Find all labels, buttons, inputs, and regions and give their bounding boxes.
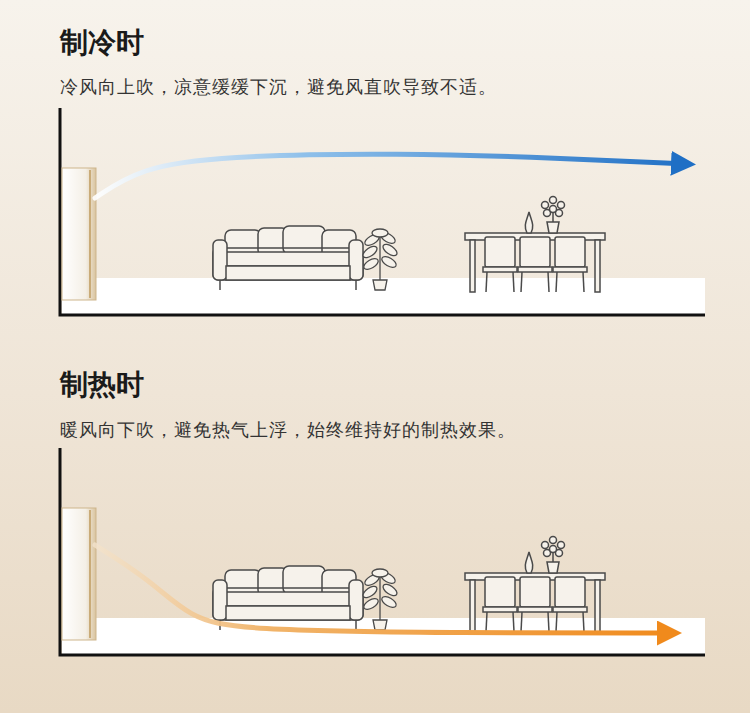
dining-table bbox=[465, 197, 605, 293]
air-conditioner bbox=[62, 508, 96, 640]
section-description: 冷风向上吹，凉意缓缓下沉，避免风直吹导致不适。 bbox=[60, 75, 497, 99]
floor bbox=[62, 278, 705, 314]
sofa bbox=[213, 566, 363, 630]
floor bbox=[62, 618, 705, 654]
wall-floor-line bbox=[60, 448, 705, 655]
plant bbox=[361, 229, 399, 290]
section-heading: 制热时 bbox=[60, 366, 144, 404]
plant bbox=[361, 569, 399, 630]
cool-airflow-arrow bbox=[95, 154, 686, 198]
sofa bbox=[213, 226, 363, 290]
section-description: 暖风向下吹，避免热气上浮，始终维持好的制热效果。 bbox=[60, 418, 516, 442]
warm-airflow-arrow bbox=[95, 545, 672, 633]
air-conditioner bbox=[62, 168, 96, 300]
heating-scene bbox=[60, 448, 705, 655]
dining-table bbox=[465, 537, 605, 633]
section-heading: 制冷时 bbox=[60, 24, 144, 62]
cooling-scene bbox=[60, 108, 705, 315]
wall-floor-line bbox=[60, 108, 705, 315]
